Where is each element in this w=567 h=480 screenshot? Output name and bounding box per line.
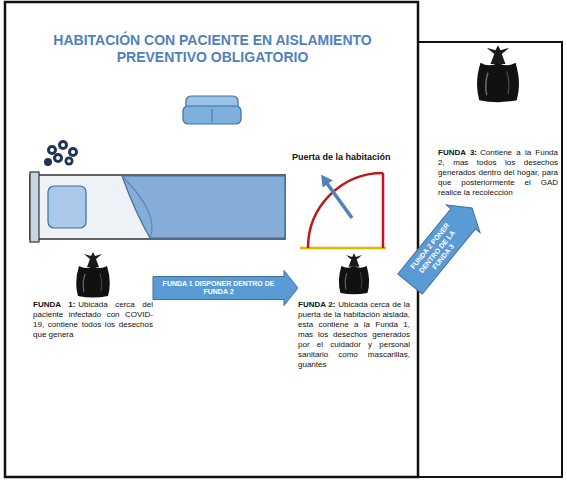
node-heading: FUNDA 2: — [298, 300, 335, 309]
door-pointer-arrow — [322, 176, 352, 218]
node-body: Ubicada cerca de la puerta de la habitac… — [298, 300, 410, 369]
trash-bag-icon — [473, 45, 523, 103]
sofa-icon — [183, 96, 241, 124]
arrow-band-group — [153, 271, 298, 306]
door-symbol — [300, 173, 386, 248]
arrow-band — [153, 271, 298, 306]
node-text: FUNDA 1:Ubicada cerca del paciente infec… — [33, 300, 153, 340]
bag-knot — [84, 252, 102, 267]
node-heading: FUNDA 1: — [33, 300, 75, 309]
bag-shine — [83, 274, 85, 292]
bag-shine — [486, 73, 488, 96]
arrow-label: FUNDA 2 PONER DENTRO DE LA FUNDA 3 — [402, 213, 471, 290]
door-label: Puerta de la habitación — [292, 152, 391, 162]
bag-body — [76, 266, 110, 298]
bag-body — [339, 266, 369, 294]
node-text: FUNDA 2:Ubicada cerca de la puerta de la… — [298, 300, 410, 370]
arrow-band-group — [393, 194, 489, 298]
bag-shine — [360, 272, 362, 288]
flower-icon — [44, 140, 78, 166]
waste-bag-node: FUNDA 3:Contiene a la Funda 2, mas todos… — [438, 45, 558, 208]
bag-shine — [345, 273, 347, 289]
waste-bag-node: FUNDA 1:Ubicada cerca del paciente infec… — [33, 252, 153, 340]
arrow-label: FUNDA 1 DISPONER DENTRO DE FUNDA 2 — [156, 280, 281, 297]
bag-shine — [100, 273, 102, 291]
bag-body — [477, 63, 519, 102]
diagram-title: HABITACIÓN CON PACIENTE EN AISLAMIENTO P… — [40, 32, 385, 66]
arrow-band — [393, 194, 489, 298]
node-text: FUNDA 3:Contiene a la Funda 2, mas todos… — [438, 148, 558, 198]
node-heading: FUNDA 3: — [438, 148, 477, 157]
waste-bag-node: FUNDA 2:Ubicada cerca de la puerta de la… — [298, 252, 410, 370]
bed-icon — [30, 172, 285, 242]
trash-bag-icon — [73, 252, 113, 298]
bag-shine — [507, 72, 509, 95]
bag-knot — [487, 45, 510, 64]
room-outline — [5, 2, 418, 477]
trash-bag-icon — [336, 252, 372, 296]
bag-knot — [346, 253, 362, 266]
